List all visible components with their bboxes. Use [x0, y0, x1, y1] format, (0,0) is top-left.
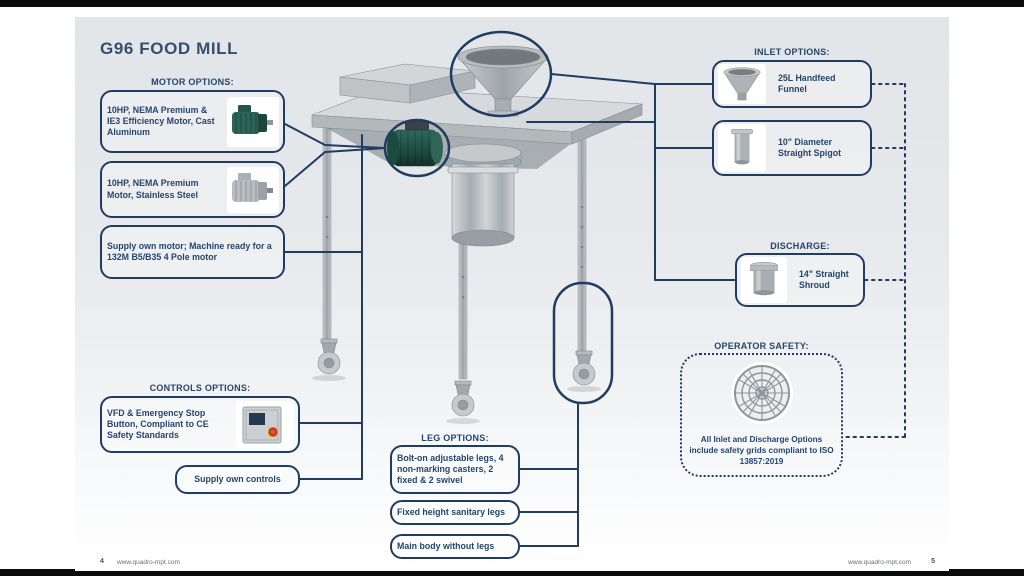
- leg-adjustment-holes: [325, 205, 584, 299]
- connector-lines: [284, 73, 736, 547]
- leg-option-3-label: Main body without legs: [397, 540, 495, 551]
- page-title: G96 FOOD MILL: [100, 39, 239, 58]
- inlet-option-1-label: 25L Handfeed Funnel: [778, 72, 836, 94]
- caster-front-center: [451, 380, 475, 417]
- page-number-left: 4: [100, 558, 104, 565]
- motor-housing-cover: [339, 63, 476, 104]
- discharge-option-shroud: 14" Straight Shroud: [735, 253, 865, 307]
- motor-options-header: MOTOR OPTIONS:: [151, 77, 234, 87]
- controls-option-vfd: VFD & Emergency Stop Button, Compliant t…: [100, 396, 300, 453]
- operator-safety-box: All Inlet and Discharge Options include …: [680, 353, 843, 477]
- motor-option-1-label: 10HP, NEMA Premium & IE3 Efficiency Moto…: [107, 104, 215, 138]
- vfd-panel-icon: [242, 406, 282, 443]
- controls-option-supply-own: Supply own controls: [175, 465, 300, 494]
- motor-stainless-photo: [227, 166, 279, 213]
- funnel-icon: [723, 67, 761, 101]
- footer-url-right[interactable]: www.quadro-mpt.com: [848, 559, 911, 566]
- shroud-icon: [750, 261, 778, 296]
- safety-grid-icon: [733, 365, 790, 421]
- leg-option-2-label: Fixed height sanitary legs: [397, 506, 506, 517]
- motor-option-2-label: 10HP, NEMA Premium Motor, Stainless Stee…: [107, 178, 199, 200]
- operator-safety-header: OPERATOR SAFETY:: [714, 341, 809, 351]
- spigot-photo: [718, 124, 766, 172]
- brochure-page: G96 FOOD MILL MOTOR OPTIONS: 10HP, NEMA …: [75, 17, 949, 571]
- leg-front-left: [322, 126, 332, 343]
- caster-right: [572, 350, 596, 386]
- page-number-right: 5: [931, 558, 935, 565]
- leg-option-1-label: Bolt-on adjustable legs, 4 non-marking c…: [397, 452, 504, 486]
- teal-motor-icon: [232, 104, 273, 134]
- inlet-option-funnel: 25L Handfeed Funnel: [712, 60, 872, 108]
- motor-option-stainless: 10HP, NEMA Premium Motor, Stainless Stee…: [100, 161, 285, 218]
- leg-right: [577, 132, 587, 356]
- leg-option-fixed-height: Fixed height sanitary legs: [390, 500, 520, 525]
- motor-option-3-label: Supply own motor; Machine ready for a 13…: [107, 240, 272, 262]
- control-panel-photo: [236, 401, 294, 448]
- casters: [317, 338, 596, 417]
- safety-grid-photo: [730, 362, 793, 424]
- discharge-shroud-cylinder: [444, 143, 522, 247]
- stainless-motor-icon: [232, 172, 273, 202]
- controls-option-2-label: Supply own controls: [194, 473, 281, 484]
- leg-front-center: [458, 241, 468, 380]
- caster-shadows: [312, 375, 601, 424]
- controls-options-header: CONTROLS OPTIONS:: [149, 383, 251, 393]
- shroud-photo: [741, 257, 787, 303]
- controls-option-1-label: VFD & Emergency Stop Button, Compliant t…: [107, 407, 209, 441]
- motor-cast-aluminum-photo: [227, 96, 279, 147]
- inlet-option-spigot: 10" Diameter Straight Spigot: [712, 120, 872, 176]
- discharge-header: DISCHARGE:: [770, 241, 830, 251]
- leg-option-no-legs: Main body without legs: [390, 534, 520, 559]
- discharge-option-1-label: 14" Straight Shroud: [799, 268, 849, 290]
- caster-front-left: [317, 338, 341, 375]
- footer-url-left[interactable]: www.quadro-mpt.com: [117, 559, 180, 566]
- operator-safety-note: All Inlet and Discharge Options include …: [689, 435, 834, 467]
- funnel-photo: [718, 64, 766, 104]
- motor-option-supply-own: Supply own motor; Machine ready for a 13…: [100, 225, 285, 279]
- handfeed-funnel: [457, 45, 549, 117]
- inlet-option-2-label: 10" Diameter Straight Spigot: [778, 136, 842, 158]
- motor-option-cast-aluminum: 10HP, NEMA Premium & IE3 Efficiency Moto…: [100, 90, 285, 153]
- page-background: G96 FOOD MILL MOTOR OPTIONS: 10HP, NEMA …: [0, 7, 1024, 571]
- leg-option-bolt-on: Bolt-on adjustable legs, 4 non-marking c…: [390, 445, 520, 494]
- machine-diagram: [284, 30, 906, 547]
- drive-motor: [387, 121, 443, 167]
- spigot-icon: [731, 129, 753, 165]
- dotted-connector-lines: [842, 83, 906, 438]
- highlight-leg-caster: [552, 281, 614, 405]
- leg-options-header: LEG OPTIONS:: [421, 433, 489, 443]
- inlet-options-header: INLET OPTIONS:: [754, 47, 830, 57]
